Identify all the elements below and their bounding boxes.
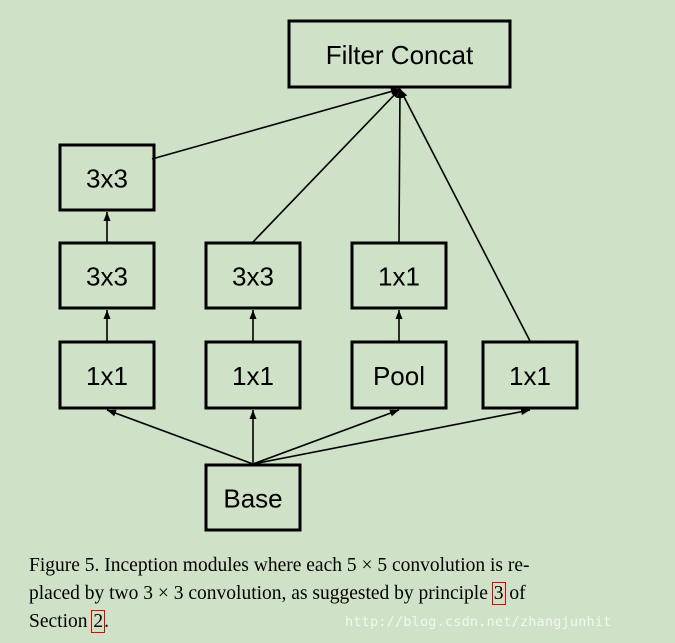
- caption-line-3-tail: .: [104, 611, 109, 632]
- caption-line-2-text: placed by two 3 × 3 convolution, as sugg…: [29, 583, 493, 604]
- arrow-line: [252, 88, 401, 243]
- node-l3-1x1-top: 1x1: [350, 241, 448, 310]
- node-box: [58, 143, 156, 212]
- arrow-line: [396, 88, 404, 243]
- watermark-text: http://blog.csdn.net/zhangjunhit: [345, 614, 612, 630]
- arrow-line: [106, 409, 254, 465]
- section-reference-link[interactable]: 2: [91, 610, 106, 633]
- caption-line-3: Section 2.: [29, 608, 629, 636]
- node-box: [287, 19, 512, 89]
- arrow-line: [252, 409, 400, 465]
- principle-reference-link[interactable]: 3: [491, 582, 506, 605]
- arrow-line: [252, 408, 531, 465]
- edge-base-to-l3-pool: [252, 409, 400, 465]
- node-label: Pool: [373, 361, 425, 391]
- caption-line-1: Figure 5. Inception modules where each 5…: [29, 552, 629, 580]
- node-box: [58, 241, 156, 310]
- arrow-line: [399, 88, 531, 342]
- caption-line-2: placed by two 3 × 3 convolution, as sugg…: [29, 580, 629, 608]
- node-label: 1x1: [86, 361, 128, 391]
- node-l3-pool: Pool: [350, 340, 448, 410]
- edge-base-to-l1-1x1: [106, 409, 254, 465]
- node-box: [58, 340, 156, 410]
- caption-line-2-tail: of: [504, 583, 526, 604]
- edge-l3-1x1-top-to-concat: [396, 88, 404, 243]
- node-l1-1x1: 1x1: [58, 340, 156, 410]
- arrow-line: [151, 88, 401, 160]
- node-label: 1x1: [509, 361, 551, 391]
- node-l1-3x3-mid: 3x3: [58, 241, 156, 310]
- edges-layer: [103, 88, 531, 465]
- node-label: Base: [223, 484, 282, 514]
- node-l2-3x3: 3x3: [204, 241, 302, 310]
- node-label: Filter Concat: [326, 40, 474, 70]
- node-box: [481, 340, 579, 410]
- caption-line-1-text: Figure 5. Inception modules where each 5…: [29, 555, 530, 576]
- node-box: [204, 463, 302, 532]
- node-label: 3x3: [86, 164, 128, 194]
- node-box: [350, 340, 448, 410]
- node-concat: Filter Concat: [287, 19, 512, 89]
- node-label: 3x3: [232, 262, 274, 292]
- caption-line-3-text: Section: [29, 611, 93, 632]
- figure-caption: Figure 5. Inception modules where each 5…: [29, 552, 629, 636]
- node-box: [204, 241, 302, 310]
- node-l1-3x3-top: 3x3: [58, 143, 156, 212]
- node-box: [204, 340, 302, 410]
- edge-l2-3x3-to-concat: [252, 88, 401, 243]
- node-l2-1x1: 1x1: [204, 340, 302, 410]
- node-label: 1x1: [378, 262, 420, 292]
- node-box: [350, 241, 448, 310]
- node-label: 1x1: [232, 361, 274, 391]
- edge-l1-3x3-top-to-concat: [151, 88, 401, 160]
- node-base: Base: [204, 463, 302, 532]
- edge-l4-1x1-to-concat: [399, 88, 531, 342]
- node-label: 3x3: [86, 262, 128, 292]
- node-l4-1x1: 1x1: [481, 340, 579, 410]
- edge-base-to-l4-1x1: [252, 408, 531, 465]
